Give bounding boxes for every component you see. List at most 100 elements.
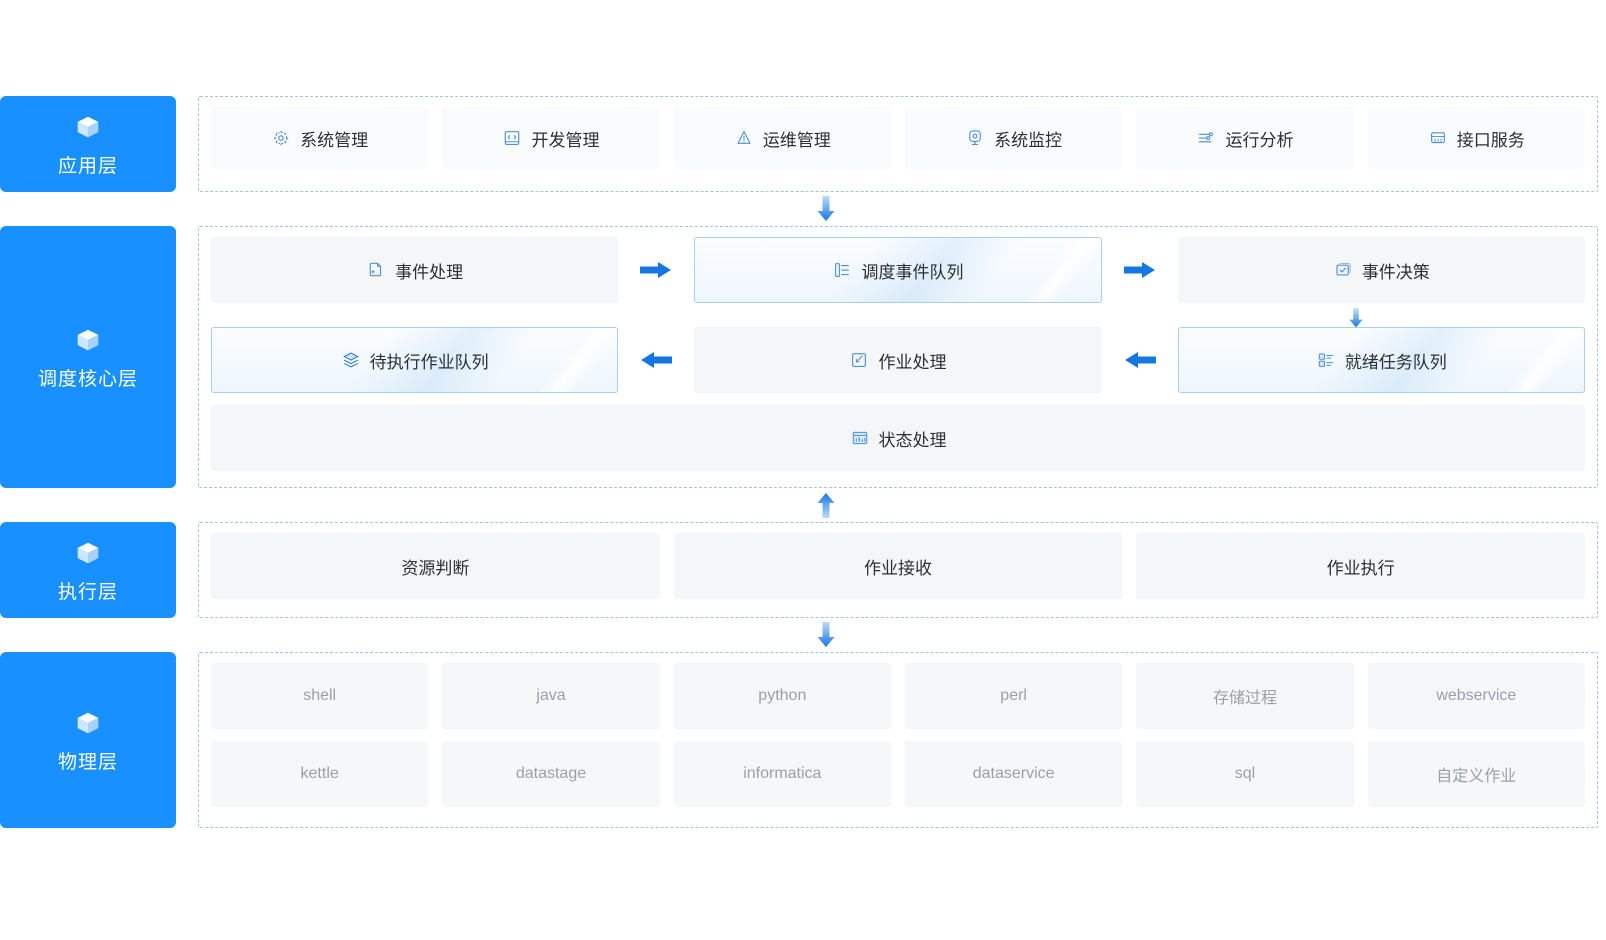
- app-card-label: 运维管理: [762, 130, 831, 150]
- phys-card-stored-procedure[interactable]: 存储过程: [1136, 663, 1354, 729]
- phys-card-dataservice[interactable]: dataservice: [904, 741, 1123, 807]
- app-card-label: 系统监控: [994, 130, 1063, 150]
- app-card-label: 接口服务: [1456, 130, 1525, 150]
- physical-row-2: kettle datastage informatica dataservice…: [211, 741, 1585, 807]
- dashboard-chart-icon: [850, 428, 870, 448]
- app-card-label: 运行分析: [1225, 130, 1294, 150]
- phys-card-java[interactable]: java: [442, 663, 660, 729]
- application-layer-row: 应用层 系统管理: [0, 96, 1606, 192]
- core-layer-body: 事件处理 调度事件队列: [198, 226, 1598, 488]
- phys-card-kettle[interactable]: kettle: [211, 741, 429, 807]
- layers-icon: [341, 350, 361, 370]
- layer-tag-label: 物理层: [57, 752, 118, 773]
- phys-card-sql[interactable]: sql: [1136, 741, 1354, 807]
- app-card-api-service[interactable]: 接口服务: [1367, 107, 1585, 169]
- core-card-status-processing[interactable]: 状态处理: [211, 405, 1585, 471]
- phys-card-informatica[interactable]: informatica: [673, 741, 891, 807]
- app-card-label: 系统管理: [300, 130, 369, 150]
- core-card-pending-job-queue[interactable]: 待执行作业队列: [211, 327, 619, 393]
- execution-layer-row: 执行层 资源判断 作业接收 作业执行: [0, 522, 1606, 618]
- physical-layer-row: 物理层 shell java python perl 存储过程: [0, 652, 1606, 828]
- core-card-label: 事件决策: [1361, 262, 1430, 282]
- api-service-icon: [1428, 128, 1448, 148]
- core-row-1: 事件处理 调度事件队列: [211, 237, 1585, 303]
- app-card-system-monitoring[interactable]: 系统监控: [904, 107, 1123, 169]
- check-square-icon: [1333, 260, 1353, 280]
- application-layer-body: 系统管理 开发管理: [198, 96, 1598, 192]
- exec-card-label: 作业接收: [864, 558, 932, 578]
- phys-card-label: kettle: [300, 765, 339, 782]
- core-card-label: 作业处理: [878, 352, 947, 372]
- phys-card-label: sql: [1234, 765, 1256, 782]
- exec-card-label: 作业执行: [1326, 558, 1395, 578]
- arrow-exec-to-core: [23, 488, 1606, 522]
- phys-card-label: shell: [303, 687, 337, 704]
- cube-icon: [73, 325, 103, 360]
- app-card-ops-management[interactable]: 运维管理: [673, 107, 891, 169]
- arrow-ready-to-job: [1116, 327, 1164, 393]
- phys-card-webservice[interactable]: webservice: [1367, 663, 1585, 729]
- core-card-label: 事件处理: [395, 262, 464, 282]
- physical-layer-body: shell java python perl 存储过程 webservice: [198, 652, 1598, 828]
- phys-card-label: 存储过程: [1212, 690, 1277, 707]
- phys-card-shell[interactable]: shell: [211, 663, 429, 729]
- exec-card-job-execute[interactable]: 作业执行: [1136, 533, 1586, 599]
- core-card-label: 待执行作业队列: [369, 352, 489, 372]
- layer-tag-label: 调度核心层: [37, 369, 138, 390]
- layer-tag-core[interactable]: 调度核心层: [0, 226, 176, 488]
- core-row-3: 状态处理: [211, 405, 1585, 471]
- layer-tag-label: 应用层: [57, 156, 118, 177]
- app-card-run-analysis[interactable]: 运行分析: [1136, 107, 1354, 169]
- core-card-ready-task-queue[interactable]: 就绪任务队列: [1177, 327, 1585, 393]
- phys-card-label: java: [536, 687, 566, 704]
- arrow-decision-to-ready: [1127, 307, 1585, 328]
- physical-row-1: shell java python perl 存储过程 webservice: [211, 663, 1585, 729]
- core-card-event-decision[interactable]: 事件决策: [1177, 237, 1585, 303]
- cube-icon: [73, 538, 103, 573]
- core-card-job-processing[interactable]: 作业处理: [694, 327, 1102, 393]
- cube-icon: [73, 112, 103, 147]
- app-card-system-management[interactable]: 系统管理: [211, 107, 429, 169]
- alert-triangle-icon: [734, 128, 754, 148]
- app-card-development-management[interactable]: 开发管理: [442, 107, 660, 169]
- phys-card-label: python: [758, 687, 807, 704]
- document-event-icon: [366, 260, 386, 280]
- execution-layer-body: 资源判断 作业接收 作业执行: [198, 522, 1598, 618]
- layer-tag-physical[interactable]: 物理层: [0, 652, 176, 828]
- core-card-schedule-event-queue[interactable]: 调度事件队列: [694, 237, 1102, 303]
- monitor-gauge-icon: [965, 128, 985, 148]
- gear-icon: [271, 128, 291, 148]
- arrow-decision-to-ready-wrap: [211, 307, 1585, 328]
- phys-card-label: 自定义作业: [1436, 768, 1517, 785]
- arrow-job-to-pending: [632, 327, 680, 393]
- phys-card-label: dataservice: [972, 765, 1055, 782]
- phys-card-label: datastage: [515, 765, 587, 782]
- checklist-icon: [1316, 350, 1336, 370]
- arrow-event-to-queue: [632, 237, 680, 303]
- app-card-label: 开发管理: [531, 130, 600, 150]
- core-card-label: 调度事件队列: [861, 262, 964, 282]
- exec-card-label: 资源判断: [401, 558, 470, 578]
- sliders-icon: [1196, 128, 1216, 148]
- edit-square-icon: [849, 350, 869, 370]
- core-card-event-processing[interactable]: 事件处理: [211, 237, 619, 303]
- exec-card-job-receive[interactable]: 作业接收: [673, 533, 1123, 599]
- code-window-icon: [502, 128, 522, 148]
- core-card-label: 就绪任务队列: [1344, 352, 1447, 372]
- exec-card-resource-check[interactable]: 资源判断: [211, 533, 660, 599]
- phys-card-datastage[interactable]: datastage: [442, 741, 660, 807]
- execution-card-group: 资源判断 作业接收 作业执行: [211, 533, 1586, 599]
- layer-tag-application[interactable]: 应用层: [0, 96, 176, 192]
- phys-card-label: informatica: [743, 765, 822, 782]
- arrow-app-to-core: [23, 192, 1606, 226]
- core-row-2: 待执行作业队列 作业处理: [211, 327, 1585, 393]
- arrow-queue-to-decision: [1116, 237, 1164, 303]
- phys-card-perl[interactable]: perl: [904, 663, 1123, 729]
- phys-card-python[interactable]: python: [673, 663, 891, 729]
- core-layer-row: 调度核心层 事件处理: [0, 226, 1606, 488]
- layer-tag-execution[interactable]: 执行层: [0, 522, 176, 618]
- cube-icon: [73, 708, 103, 743]
- phys-card-label: perl: [1000, 687, 1027, 704]
- phys-card-custom-job[interactable]: 自定义作业: [1367, 741, 1585, 807]
